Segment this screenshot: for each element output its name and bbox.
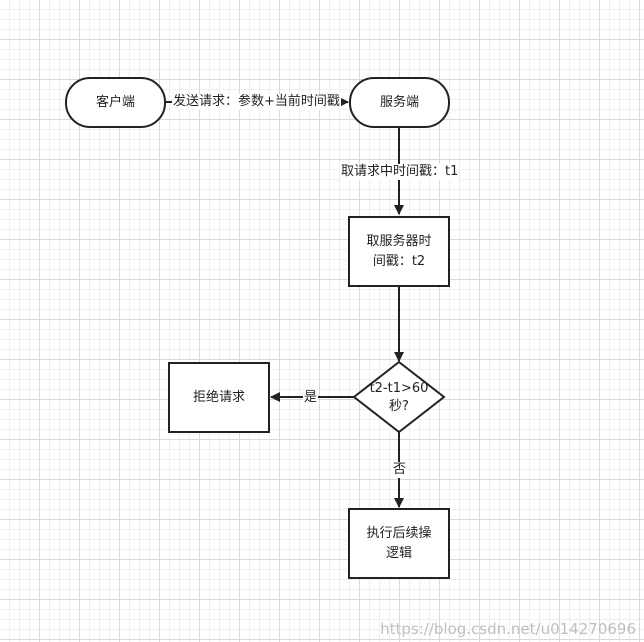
reject-label: 拒绝请求: [192, 389, 245, 405]
get-server-time-label: 取服务器时间戳：t2: [366, 233, 432, 269]
client-node[interactable]: 客户端: [65, 77, 166, 128]
continue-node[interactable]: 执行后续操逻辑: [348, 508, 450, 579]
continue-label: 执行后续操逻辑: [366, 525, 432, 561]
client-label: 客户端: [95, 94, 135, 110]
server-label: 服务端: [379, 94, 419, 110]
edge-label-take-request-time: 取请求中时间戳：t1: [340, 164, 460, 180]
edge-label-no: 否: [392, 462, 408, 478]
edge-label-send-request: 发送请求：参数+当前时间戳: [172, 94, 341, 110]
reject-node[interactable]: 拒绝请求: [168, 362, 270, 433]
get-server-time-node[interactable]: 取服务器时间戳：t2: [348, 216, 450, 287]
edge-label-yes: 是: [303, 390, 319, 406]
watermark-text: https://blog.csdn.net/u014270696: [380, 620, 636, 638]
server-node[interactable]: 服务端: [349, 77, 450, 128]
condition-label: t2-t1>60秒?: [369, 381, 429, 414]
